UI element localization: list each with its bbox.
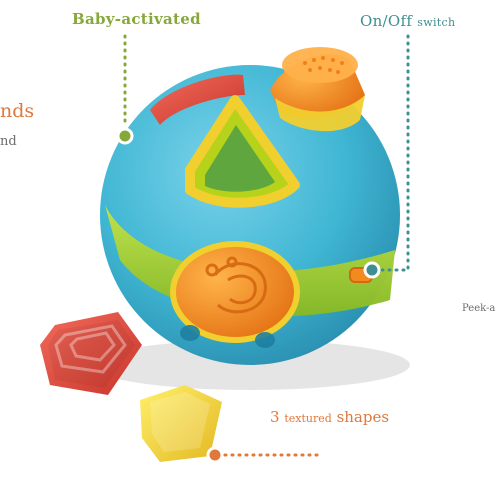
hole-left [180, 325, 200, 341]
shapes-end: shapes [336, 408, 390, 426]
left-fragment-title: nds [0, 100, 34, 122]
left-fragment-1: nds [0, 100, 35, 122]
left-fragment-subtitle: nd [0, 134, 17, 149]
shapes-middle: textured [284, 412, 332, 425]
orange-face-button [170, 241, 300, 343]
baby-activated-text: Baby-activated [72, 10, 201, 28]
callout-node-onoff [363, 261, 381, 279]
on-off-text: On/Off [360, 12, 413, 30]
peek-fragment-text: Peek-a [462, 303, 496, 314]
top-orange-spout [270, 47, 365, 132]
yellow-block [140, 385, 222, 462]
red-block [40, 312, 142, 395]
red-slot [150, 74, 245, 125]
callout-line-onoff [373, 34, 410, 272]
callout-on-off: On/Off switch [360, 12, 455, 30]
callout-baby-activated: Baby-activated [72, 10, 201, 28]
callout-textured-shapes: 3 textured shapes [270, 408, 389, 426]
left-fragment-2: nd [0, 134, 17, 149]
peek-fragment: Peek-a [462, 303, 495, 314]
on-off-suffix: switch [417, 16, 456, 29]
callout-node-shapes [206, 446, 224, 464]
hole-right [255, 332, 275, 348]
callout-node-baby [116, 127, 134, 145]
shapes-number: 3 [270, 408, 280, 426]
